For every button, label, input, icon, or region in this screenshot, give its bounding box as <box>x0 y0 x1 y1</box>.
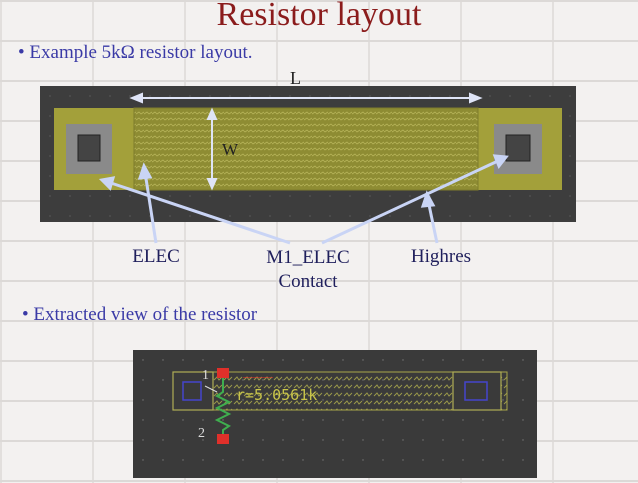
resistance-value-label: r=5.0561k <box>236 386 318 404</box>
extracted-contact-left <box>172 371 214 411</box>
callout-m1-elec-contact: M1_ELEC Contact <box>250 246 366 294</box>
pin-2-marker <box>217 434 229 444</box>
extracted-contact-right <box>452 371 502 411</box>
extracted-elec-outline <box>172 371 508 411</box>
callout-elec: ELEC <box>132 246 180 267</box>
pin-1-label: 1 <box>202 368 209 383</box>
pin-1-marker <box>217 368 229 378</box>
callout-m1-elec-line2: Contact <box>278 271 338 292</box>
extracted-view: ——— <box>133 350 537 478</box>
callout-highres: Highres <box>410 246 472 267</box>
m1-elec-arrow-left <box>107 180 291 245</box>
width-dimension <box>206 107 218 191</box>
length-label: L <box>290 68 301 88</box>
resistor-layout-drawing <box>40 86 576 222</box>
bullet-example-layout: • Example 5kΩ resistor layout. <box>18 42 253 63</box>
callout-m1-elec-line1: M1_ELEC <box>266 247 350 268</box>
highres-arrow <box>426 199 439 244</box>
resistor-symbol <box>214 378 232 438</box>
red-annotation: ——— <box>242 372 274 383</box>
bullet-extracted-view: • Extracted view of the resistor <box>22 304 258 325</box>
slide-title: Resistor layout <box>216 0 422 33</box>
m1-elec-arrow-right <box>321 158 501 245</box>
width-label: W <box>222 140 239 159</box>
resistor-layout-view <box>40 86 576 222</box>
highres-layer <box>133 107 479 191</box>
extracted-view-drawing: ——— <box>133 350 537 478</box>
pin-2-label: 2 <box>198 426 205 441</box>
length-dimension <box>129 92 483 104</box>
elec-arrow <box>143 171 158 244</box>
